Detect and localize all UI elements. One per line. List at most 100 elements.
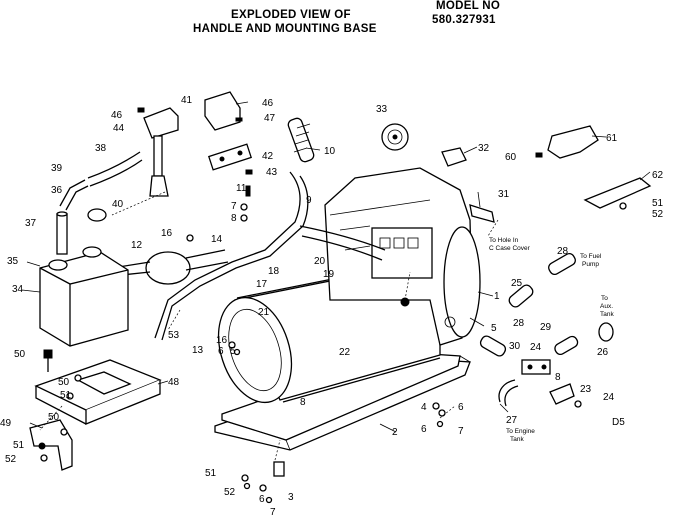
part-muffler — [111, 249, 229, 285]
part-shutoff-valve — [521, 359, 551, 375]
label-41: 41 — [181, 95, 193, 106]
label-28-upper: 28 — [557, 246, 569, 257]
label-37: 37 — [25, 218, 37, 229]
label-50-upper: 50 — [14, 349, 26, 360]
label-4: 4 — [421, 402, 427, 413]
diagram-title-line-1: EXPLODED VIEW OF — [231, 9, 351, 21]
label-6-tank: 6 — [218, 346, 224, 357]
label-24-upper: 24 — [530, 342, 542, 353]
part-clamp — [207, 143, 253, 171]
note-engine-line-2: Tank — [510, 436, 524, 443]
note-fuel-line-1: To Fuel — [580, 253, 602, 260]
part-valve-bracket — [549, 383, 575, 405]
label-16-lower: 16 — [216, 335, 228, 346]
label-31: 31 — [498, 189, 510, 200]
label-2: 2 — [392, 427, 398, 438]
label-51-bracket: 51 — [13, 440, 25, 451]
label-39: 39 — [51, 163, 63, 174]
label-49: 49 — [0, 418, 12, 429]
label-22: 22 — [339, 347, 351, 358]
part-bracket-upper — [547, 125, 599, 159]
label-8-frame: 8 — [300, 397, 306, 408]
note-aux-line-1: To — [601, 295, 608, 302]
label-51-bottom: 51 — [205, 468, 217, 479]
label-44: 44 — [113, 123, 125, 134]
label-43: 43 — [266, 167, 278, 178]
label-33: 33 — [376, 104, 388, 115]
note-hole-line-1: To Hole In — [489, 237, 519, 244]
label-40: 40 — [112, 199, 124, 210]
part-aux-tank-connector — [598, 322, 614, 342]
label-52-bracket: 52 — [5, 454, 17, 465]
label-14: 14 — [211, 234, 223, 245]
label-21: 21 — [258, 307, 270, 318]
label-7-frame: 7 — [458, 426, 464, 437]
part-hose-section — [479, 335, 507, 357]
label-16-upper: 16 — [161, 228, 173, 239]
label-60: 60 — [505, 152, 517, 163]
label-8-valve: 8 — [555, 372, 561, 383]
label-62: 62 — [652, 170, 664, 181]
model-number-value: 580.327931 — [432, 14, 496, 26]
label-42: 42 — [262, 151, 274, 162]
hardware-bolts — [38, 107, 627, 504]
part-handle-bracket — [143, 107, 179, 197]
label-20: 20 — [314, 256, 326, 267]
note-aux-line-3: Tank — [600, 311, 614, 318]
label-23: 23 — [580, 384, 592, 395]
part-hose-fuel-pump — [548, 252, 576, 276]
part-gas-tank — [39, 246, 129, 347]
label-48: 48 — [168, 377, 180, 388]
label-25: 25 — [511, 278, 523, 289]
part-handle-grip — [287, 117, 315, 163]
label-6-frame-lower: 6 — [421, 424, 427, 435]
label-5-tank: 5 — [230, 346, 236, 357]
label-17: 17 — [256, 279, 268, 290]
label-51-left: 51 — [60, 390, 72, 401]
note-fuel-line-2: Pump — [582, 261, 599, 268]
label-50-middle: 50 — [58, 377, 70, 388]
part-bracket-lower — [583, 177, 652, 209]
label-6-bottom: 6 — [259, 494, 265, 505]
label-46-top-left: 46 — [111, 110, 123, 121]
label-5-right: 5 — [491, 323, 497, 334]
diagram-title-line-2: HANDLE AND MOUNTING BASE — [193, 23, 377, 35]
label-29: 29 — [540, 322, 552, 333]
label-12: 12 — [131, 240, 143, 251]
label-7-upper: 7 — [231, 201, 237, 212]
label-32: 32 — [478, 143, 490, 154]
part-handle-tube — [154, 171, 386, 341]
part-fitting — [441, 147, 467, 167]
label-6-frame-upper: 6 — [458, 402, 464, 413]
label-24-lower: 24 — [603, 392, 615, 403]
label-leaders — [21, 101, 651, 433]
label-38: 38 — [95, 143, 107, 154]
part-filter — [508, 284, 534, 308]
part-fill-pipe — [56, 179, 107, 255]
label-52-bottom: 52 — [224, 487, 236, 498]
label-18: 18 — [268, 266, 280, 277]
part-small-bracket — [29, 419, 73, 471]
note-hole-line-2: C Case Cover — [489, 245, 531, 252]
routing-notes: To Hole In C Case Cover To Fuel Pump To … — [489, 237, 614, 443]
label-50-lower: 50 — [48, 412, 60, 423]
label-7-bottom: 7 — [270, 507, 276, 516]
label-52-right: 52 — [652, 209, 664, 220]
label-8-upper: 8 — [231, 213, 237, 224]
leader-lines — [39, 191, 499, 461]
label-61: 61 — [606, 133, 618, 144]
part-hose-aux — [554, 335, 579, 356]
label-1: 1 — [494, 291, 500, 302]
label-28-lower: 28 — [513, 318, 525, 329]
label-27: 27 — [506, 415, 518, 426]
part-labels: 46 44 41 46 47 33 61 39 38 42 10 32 60 4… — [0, 95, 664, 516]
label-53: 53 — [168, 330, 180, 341]
note-engine-line-1: To Engine — [506, 428, 535, 435]
part-elbow-fitting — [469, 204, 495, 223]
part-mounting-base-frame — [214, 351, 471, 451]
part-plate — [204, 91, 241, 131]
label-13: 13 — [192, 345, 204, 356]
model-number-label: MODEL NO — [436, 0, 501, 12]
part-fuel-tank-cylinder — [217, 265, 441, 404]
